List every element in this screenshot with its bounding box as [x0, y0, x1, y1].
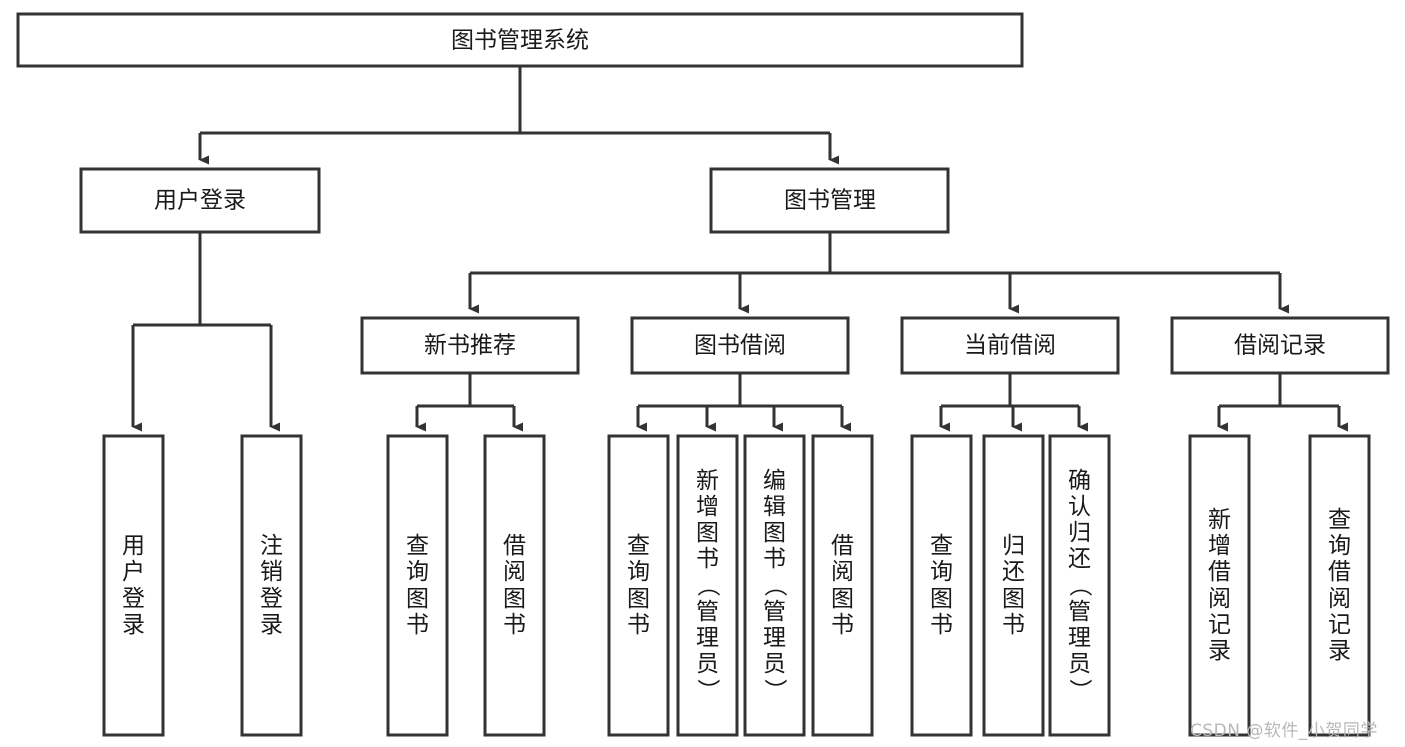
connector-group-book-borrow	[636, 373, 851, 432]
node-borrow-record-rect	[1170, 316, 1390, 375]
leaf-node-rect[interactable]	[386, 434, 449, 737]
leaf-node-rect[interactable]	[607, 434, 670, 737]
leaf-node-rect[interactable]	[1188, 434, 1251, 737]
leaf-node-rect[interactable]	[1048, 434, 1111, 737]
leaf-node-rect[interactable]	[483, 434, 546, 737]
connector-group-book-mgmt	[468, 232, 1289, 314]
connector-group-current-borrow	[939, 373, 1088, 432]
leaf-node-rect[interactable]	[743, 434, 806, 737]
leaf-node-rect[interactable]	[240, 434, 303, 737]
node-book-borrow[interactable]: 图书借阅	[630, 316, 850, 375]
node-new-book-recommendation-rect	[360, 316, 580, 375]
node-book-borrow-rect	[630, 316, 850, 375]
leaf-node-rect[interactable]	[910, 434, 973, 737]
node-book-management-rect	[709, 167, 950, 234]
node-current-borrow[interactable]: 当前借阅	[900, 316, 1120, 375]
leaf-node-rect[interactable]	[102, 434, 165, 737]
node-borrow-record[interactable]: 借阅记录	[1170, 316, 1390, 375]
leaf-node-rect[interactable]	[676, 434, 739, 737]
leaf-node-rect[interactable]	[982, 434, 1045, 737]
node-root-label: 图书管理系统	[451, 28, 589, 54]
node-root-book-management-system[interactable]: 图书管理系统	[16, 12, 1024, 68]
node-book-management[interactable]: 图书管理	[709, 167, 950, 234]
node-new-book-recommendation[interactable]: 新书推荐	[360, 316, 580, 375]
node-user-login[interactable]: 用户登录	[79, 167, 321, 234]
connector-group-borrow-record	[1217, 373, 1348, 432]
connector-group-new-book-rec	[415, 373, 523, 432]
leaf-node-rect[interactable]	[811, 434, 874, 737]
node-current-borrow-label: 当前借阅	[964, 333, 1056, 359]
node-book-management-label: 图书管理	[784, 188, 876, 214]
leaf-node-rect-group	[102, 434, 1371, 737]
leaf-node-rect[interactable]	[1308, 434, 1371, 737]
connector-group-user-login	[131, 232, 280, 432]
node-book-borrow-label: 图书借阅	[694, 333, 786, 359]
node-borrow-record-label: 借阅记录	[1234, 333, 1326, 359]
node-user-login-rect	[79, 167, 321, 234]
connector-group-root	[198, 66, 839, 165]
node-root-rect	[16, 12, 1024, 68]
watermark-text: CSDN @软件_小贺同学	[1190, 721, 1378, 741]
node-new-book-recommendation-label: 新书推荐	[424, 333, 516, 359]
node-user-login-label: 用户登录	[154, 188, 246, 214]
node-current-borrow-rect	[900, 316, 1120, 375]
